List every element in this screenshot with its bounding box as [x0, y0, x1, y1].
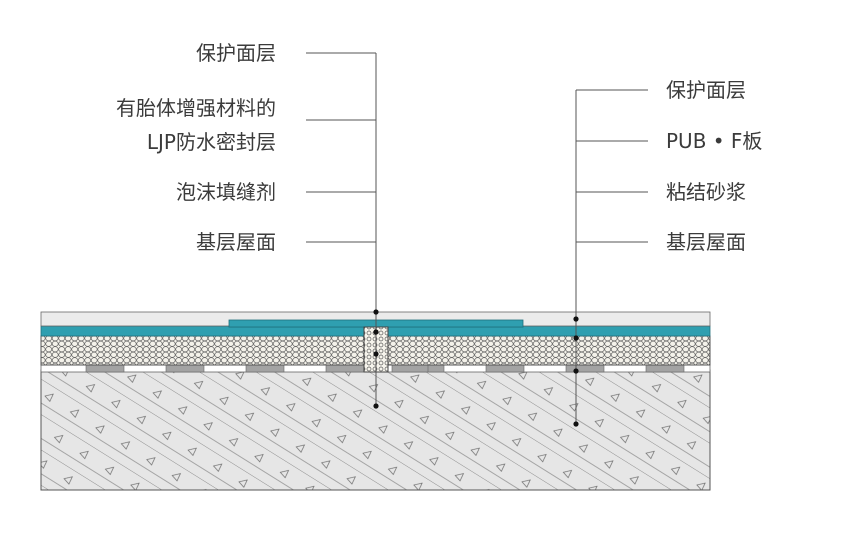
mortar-block	[391, 364, 429, 373]
label-base-roof-left: 基层屋面	[196, 230, 276, 254]
label-foam-filler: 泡沫填缝剂	[176, 180, 276, 204]
right-leaders	[575, 89, 648, 424]
label-protective-layer-right: 保护面层	[666, 78, 746, 102]
mortar-block	[85, 364, 125, 373]
label-protective-layer-left: 保护面层	[196, 41, 276, 65]
right-leader-dots	[573, 316, 579, 427]
label-bonding-mortar: 粘结砂浆	[666, 180, 746, 204]
waterproof-layer-left	[40, 325, 365, 337]
mortar-block	[485, 364, 525, 373]
left-leaders	[306, 52, 377, 406]
label-base-roof-right: 基层屋面	[666, 230, 746, 254]
mortar-block	[245, 364, 285, 373]
mortar-block	[645, 364, 685, 373]
mortar-block	[325, 364, 365, 373]
label-ljp-seal-layer: LJP防水密封层	[146, 130, 276, 154]
mortar-block	[565, 364, 605, 373]
mortar-block	[165, 364, 205, 373]
waterproof-layer-right	[387, 325, 711, 337]
label-pub-f-board: PUB • F板	[666, 129, 763, 153]
label-reinforced-material: 有胎体增强材料的	[116, 96, 276, 120]
left-leader-dots	[373, 309, 379, 409]
